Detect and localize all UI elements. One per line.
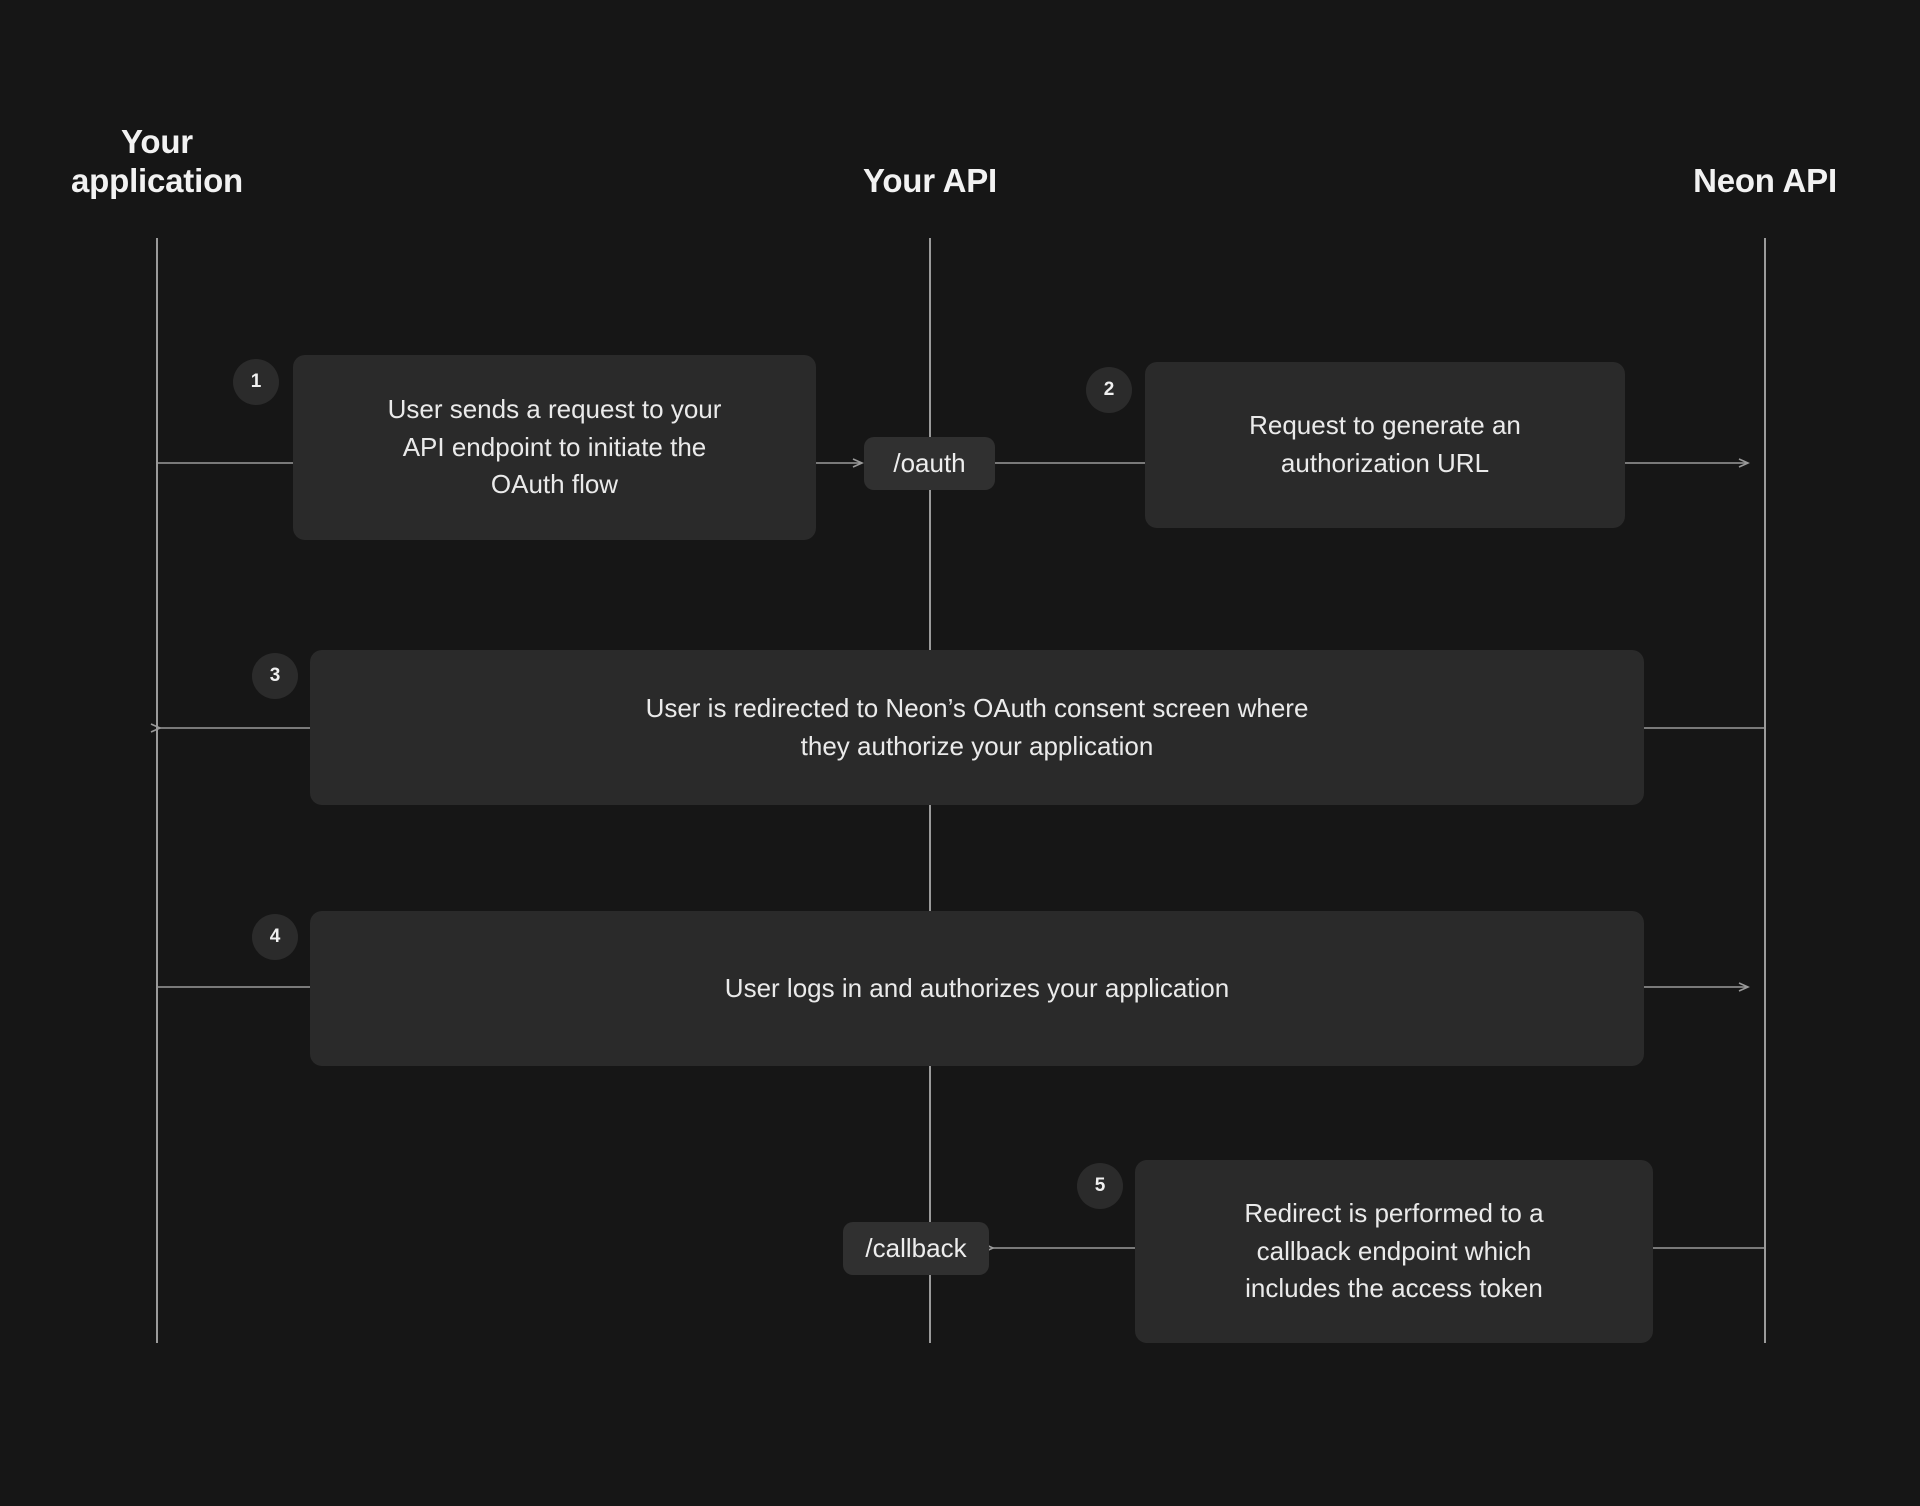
- step-box-2: Request to generate an authorization URL: [1145, 362, 1625, 528]
- step-text-2: Request to generate an authorization URL: [1249, 410, 1521, 478]
- lane-title-neon-api: Neon API: [1693, 162, 1837, 199]
- step-text-1: User sends a request to your API endpoin…: [387, 393, 722, 500]
- step-text-5: Redirect is performed to a callback endp…: [1244, 1197, 1544, 1304]
- lane-title-your-application: Your application: [71, 123, 243, 199]
- step-box-4: User logs in and authorizes your applica…: [310, 911, 1644, 1066]
- step-badge-1: 1: [233, 359, 279, 405]
- endpoint-pill-callback: /callback: [843, 1222, 989, 1275]
- step-badge-4: 4: [252, 914, 298, 960]
- step-text-3: User is redirected to Neon’s OAuth conse…: [645, 692, 1309, 761]
- step-box-1: User sends a request to your API endpoin…: [293, 355, 816, 540]
- lane-title-your-api: Your API: [862, 162, 998, 199]
- step-badge-2: 2: [1086, 367, 1132, 413]
- step-badge-3: 3: [252, 653, 298, 699]
- step-box-5: Redirect is performed to a callback endp…: [1135, 1160, 1653, 1343]
- step-box-3: User is redirected to Neon’s OAuth conse…: [310, 650, 1644, 805]
- step-badge-5: 5: [1077, 1163, 1123, 1209]
- step-text-4: User logs in and authorizes your applica…: [724, 972, 1230, 1003]
- endpoint-pill-oauth: /oauth: [864, 437, 995, 490]
